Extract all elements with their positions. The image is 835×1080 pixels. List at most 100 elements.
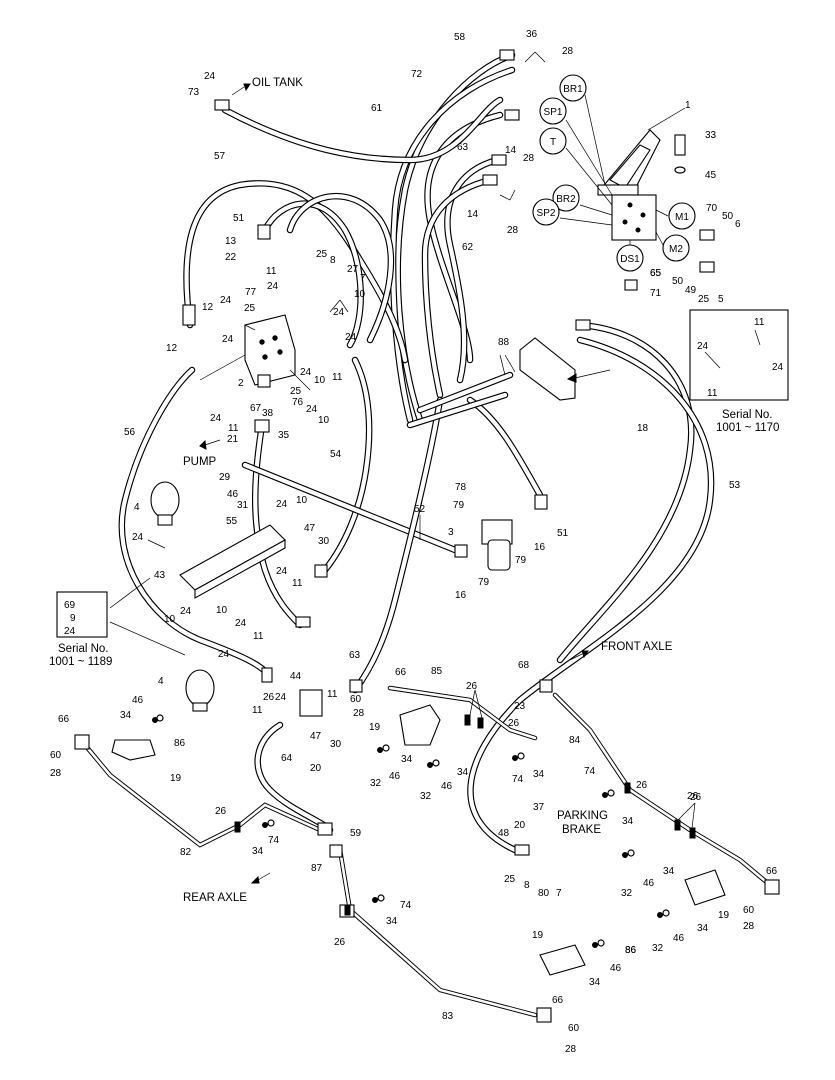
accumulator-upper — [150, 481, 180, 526]
callout: 11 — [754, 317, 765, 328]
callout: 85 — [431, 666, 443, 677]
callout: 28 — [565, 1044, 577, 1055]
callout: 60 — [350, 694, 362, 705]
callout: 32 — [370, 778, 382, 789]
callout: 16 — [534, 542, 546, 553]
port-labels: BR1 SP1 T BR2 SP2 M1 M2 DS1 — [537, 84, 690, 265]
callout: 46 — [673, 933, 685, 944]
callout: 24 — [210, 413, 222, 424]
manifold-43 — [179, 524, 286, 599]
callout: 82 — [180, 847, 192, 858]
callout: 22 — [225, 252, 237, 263]
captions: OIL TANK PUMP FRONT AXLE REAR AXLE PARKI… — [49, 77, 779, 904]
hoses — [118, 51, 715, 854]
callout: 26 — [687, 791, 699, 802]
callout: 33 — [705, 130, 717, 141]
serial-box-right — [689, 309, 789, 401]
callout: 65 — [650, 268, 662, 279]
callout: 8 — [330, 255, 336, 266]
block-44 — [299, 689, 323, 717]
callout: 26 — [508, 718, 520, 729]
callout: 66 — [58, 714, 70, 725]
callout: 51 — [233, 213, 245, 224]
callout: 88 — [498, 337, 510, 348]
port-label-t: T — [550, 137, 556, 148]
callout: 25 — [316, 249, 328, 260]
callout: 60 — [50, 750, 62, 761]
tube-84 — [552, 692, 773, 888]
callout: 61 — [371, 103, 383, 114]
callout: 11 — [253, 631, 264, 642]
valve-block-2 — [244, 314, 296, 388]
callout: 34 — [663, 866, 675, 877]
callout: 12 — [202, 302, 214, 313]
port-label-m1: M1 — [675, 212, 689, 223]
callout: 30 — [318, 536, 330, 547]
caption-oil-tank: OIL TANK — [252, 77, 303, 89]
callout: 79 — [478, 577, 490, 588]
caption-pump: PUMP — [183, 456, 217, 468]
callout: 26 — [215, 806, 227, 817]
caption-rear-axle: REAR AXLE — [183, 892, 247, 904]
callout: 10 — [216, 605, 228, 616]
callout: 26 — [263, 692, 275, 703]
callout: 68 — [518, 660, 530, 671]
callout: 66 — [766, 866, 778, 877]
tubes — [82, 685, 773, 1018]
callout: 87 — [311, 863, 323, 874]
callout: 47 — [304, 523, 316, 534]
callout: 26 — [466, 681, 478, 692]
callout: 7 — [360, 273, 366, 284]
callout: 26 — [690, 792, 702, 803]
caption-serial-left-1: Serial No. — [58, 643, 109, 655]
callout: 69 — [64, 600, 76, 611]
callout: 73 — [188, 87, 200, 98]
port-label-br1: BR1 — [563, 84, 583, 95]
callout: 24 — [267, 281, 279, 292]
callout: 66 — [552, 995, 564, 1006]
callout: 46 — [610, 963, 622, 974]
callout: 32 — [652, 943, 664, 954]
callout: 24 — [218, 649, 230, 660]
hose-filter-51 — [466, 396, 544, 499]
callout: 11 — [292, 578, 303, 589]
callout: 46 — [132, 695, 144, 706]
callout: 5 — [718, 294, 724, 305]
callout: 28 — [50, 768, 62, 779]
callout: 19 — [532, 930, 544, 941]
callout: 72 — [411, 69, 423, 80]
callout: 74 — [512, 774, 524, 785]
callout: 26 — [334, 937, 346, 948]
callout: 78 — [455, 482, 467, 493]
callout: 86 — [174, 738, 186, 749]
brackets-19 — [111, 704, 726, 976]
callout: 55 — [226, 516, 238, 527]
callout: 74 — [584, 766, 596, 777]
callout: 26 — [636, 780, 648, 791]
callout: 25 — [504, 874, 516, 885]
callout: 44 — [290, 671, 302, 682]
callout: 49 — [685, 285, 697, 296]
callout: 24 — [276, 566, 288, 577]
caption-serial-right-2: 1001 ~ 1170 — [716, 422, 779, 434]
callouts: 58 36 28 24 73 72 61 1 33 45 63 14 28 57… — [50, 29, 784, 1055]
callout: 28 — [743, 921, 755, 932]
callout: 29 — [219, 472, 231, 483]
callout: 58 — [454, 32, 466, 43]
callout: 24 — [333, 307, 345, 318]
callout: 86 — [625, 945, 637, 956]
callout: 79 — [515, 555, 527, 566]
callout: 54 — [330, 449, 342, 460]
callout: 24 — [180, 606, 192, 617]
callout: 19 — [369, 722, 381, 733]
callout: 31 — [237, 500, 249, 511]
callout: 67 — [250, 403, 262, 414]
callout: 51 — [557, 528, 569, 539]
callout: 14 — [505, 145, 517, 156]
callout: 50 — [672, 276, 684, 287]
callout: 34 — [401, 754, 413, 765]
port-label-ds1: DS1 — [620, 254, 640, 265]
callout: 34 — [252, 846, 264, 857]
callout: 46 — [389, 771, 401, 782]
washer-clusters — [152, 714, 670, 948]
